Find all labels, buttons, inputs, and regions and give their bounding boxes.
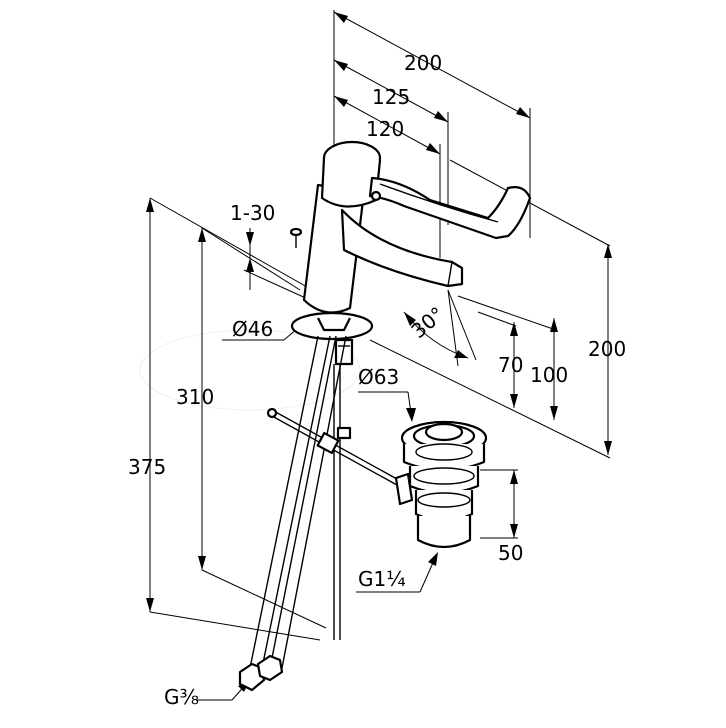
watermark	[139, 329, 361, 411]
label-waste-thread: G1¼	[358, 567, 406, 591]
label-waste-diameter: Ø63	[358, 365, 399, 389]
faucet-body	[289, 140, 532, 366]
popup-linkage	[266, 407, 407, 491]
label-total-depth: 200	[404, 51, 442, 75]
label-hose-length-long: 375	[128, 455, 166, 479]
label-waste-height: 50	[498, 541, 523, 565]
label-spout-reach-inner: 120	[366, 117, 404, 141]
label-base-diameter: Ø46	[232, 317, 273, 341]
label-hose-length-short: 310	[176, 385, 214, 409]
label-swivel-angle: 30°	[406, 302, 449, 343]
label-total-height: 200	[588, 337, 626, 361]
label-outlet-height: 100	[530, 363, 568, 387]
dimension-labels: 200 125 120 1-30 Ø46 30° 70 100 200 310 …	[128, 51, 626, 709]
label-hose-thread: G⅜	[164, 685, 199, 709]
label-spout-reach: 125	[372, 85, 410, 109]
waste-drain	[394, 420, 488, 549]
label-mount-thickness: 1-30	[230, 201, 275, 225]
label-spout-height: 70	[498, 353, 523, 377]
dimension-lines	[146, 10, 612, 701]
supply-hoses	[238, 335, 347, 692]
